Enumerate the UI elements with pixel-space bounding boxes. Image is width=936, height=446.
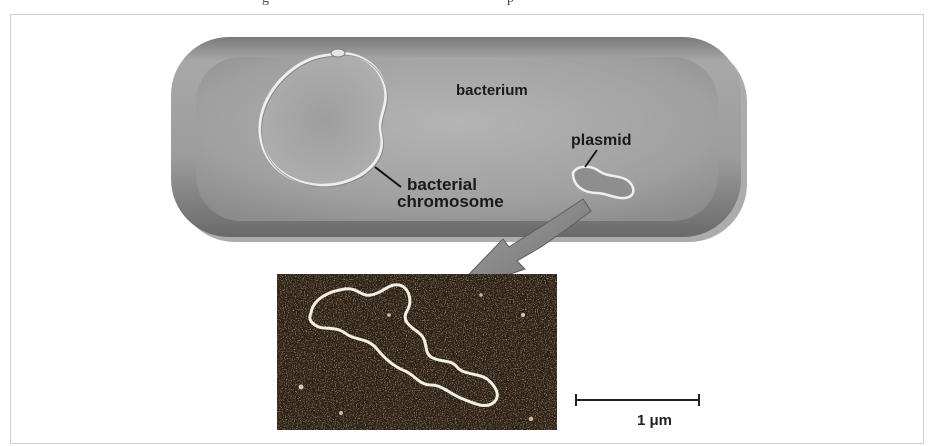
cropped-caption: g p — [0, 0, 936, 14]
bacterium-label: bacterium — [456, 83, 528, 98]
scale-bar-label: 1 μm — [637, 412, 672, 429]
caption-fragment-right: p — [507, 0, 514, 7]
chromosome-label-line2: chromosome — [397, 193, 504, 210]
figure-frame: bacterium plasmid bacterial chromosome 1… — [10, 14, 924, 444]
chromosome-label-line1: bacterial — [407, 176, 477, 193]
plasmid-label: plasmid — [571, 133, 631, 149]
electron-micrograph — [277, 274, 557, 430]
scale-bar — [576, 394, 699, 406]
chromosome-bead — [331, 49, 345, 57]
caption-fragment-left: g — [262, 0, 269, 7]
bacterium-diagram — [11, 15, 925, 445]
